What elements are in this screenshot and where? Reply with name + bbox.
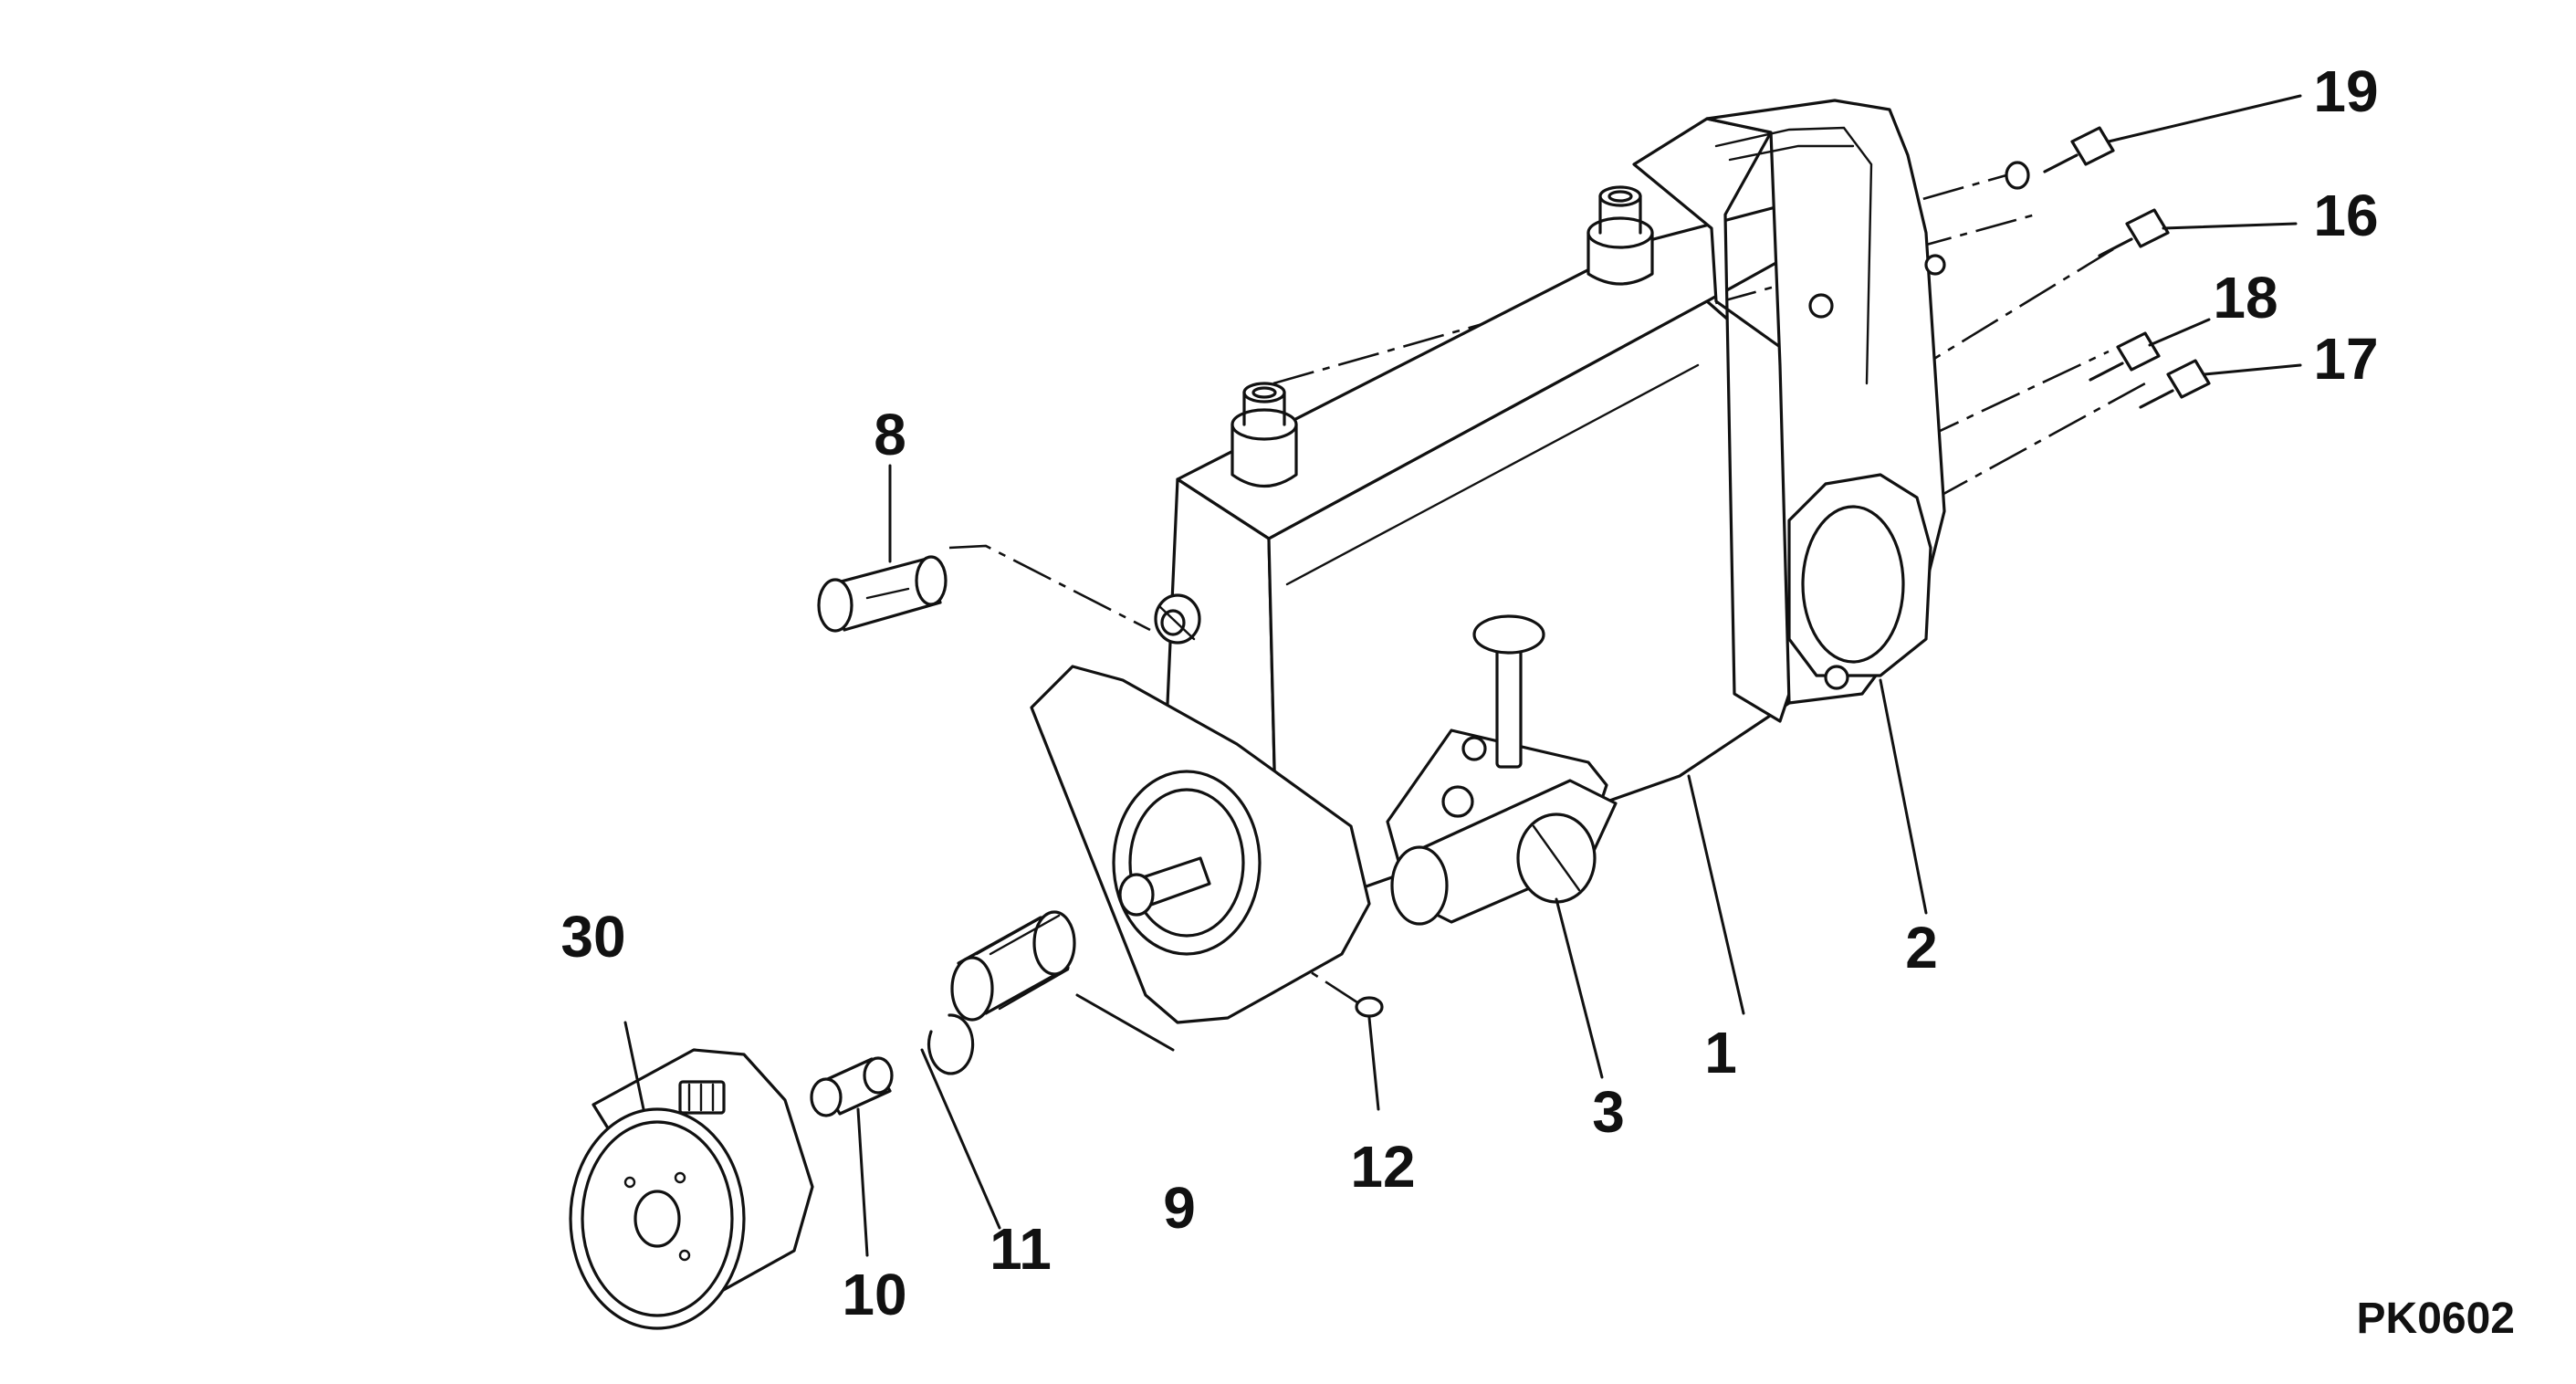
callout-3: 3 xyxy=(1592,1079,1625,1145)
callout-18: 18 xyxy=(2213,265,2278,330)
part-30-pulley xyxy=(569,1048,814,1330)
washer xyxy=(2005,161,2030,190)
callout-19: 19 xyxy=(2313,58,2378,124)
part-12-key xyxy=(1355,996,1384,1018)
callout-1: 1 xyxy=(1704,1020,1737,1085)
part-9-splined-gear xyxy=(950,910,1076,1022)
callout-10: 10 xyxy=(842,1262,906,1327)
callout-9: 9 xyxy=(1163,1175,1196,1241)
callout-8: 8 xyxy=(874,402,906,467)
callout-12: 12 xyxy=(1350,1134,1415,1200)
part-11-circlip xyxy=(927,1013,975,1075)
part-8-cap xyxy=(817,555,948,633)
callout-labels: 1 2 3 8 9 10 11 12 16 17 18 19 30 xyxy=(560,58,2378,1327)
bolt-17 xyxy=(2166,359,2211,399)
lift-pump xyxy=(1386,614,1618,926)
callout-17: 17 xyxy=(2313,326,2378,392)
bolt-18 xyxy=(2116,331,2161,372)
delivery-valve-holders xyxy=(1230,185,1654,488)
callout-2: 2 xyxy=(1905,915,1938,980)
mounting-flange xyxy=(1030,665,1371,1024)
housing-plug xyxy=(1154,593,1201,645)
bolt-16 xyxy=(2125,208,2170,248)
bolt-19 xyxy=(2070,126,2115,166)
figure-reference-code: PK0602 xyxy=(2357,1295,2515,1343)
callout-16: 16 xyxy=(2313,183,2378,248)
fasteners xyxy=(2005,126,2211,409)
pump-housing xyxy=(1162,99,1946,919)
callout-30: 30 xyxy=(560,904,625,970)
leader-lines xyxy=(623,94,2302,1257)
callout-11: 11 xyxy=(990,1216,1052,1282)
part-10-sleeve xyxy=(810,1056,894,1117)
